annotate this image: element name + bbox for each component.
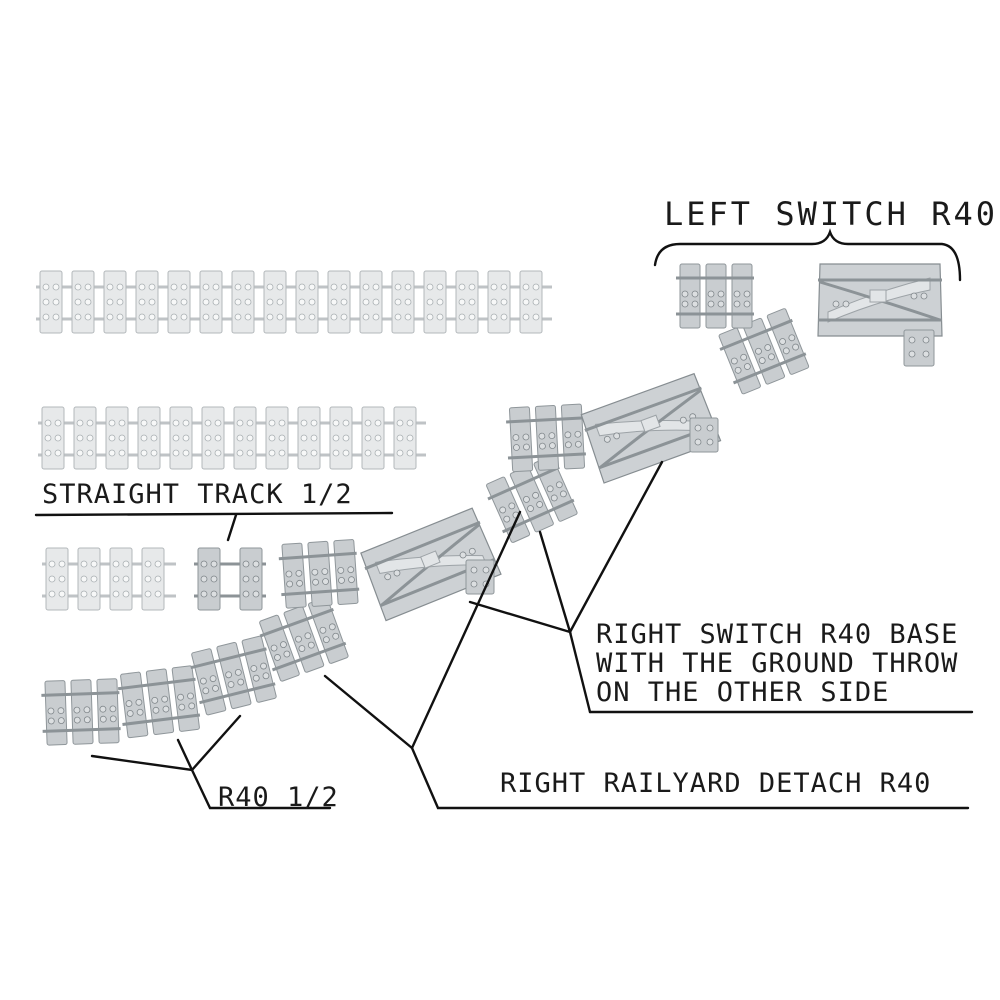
right-switch-pointer-2 (568, 460, 664, 634)
label-right-switch-line2: WITH THE GROUND THROW (596, 648, 958, 679)
straight-track-medium (38, 406, 426, 470)
label-straight-track: STRAIGHT TRACK 1/2 (42, 479, 353, 510)
railyard-pointer-2 (410, 746, 970, 810)
r40-pointer-2 (176, 738, 332, 810)
straight-track-underline (34, 511, 394, 517)
label-left-switch: LEFT SWITCH R40 (664, 195, 998, 233)
straight-track-pointer (226, 513, 238, 542)
right-switch-piece-2 (577, 371, 723, 485)
straight-track-short (42, 547, 176, 611)
label-right-switch-line3: ON THE OTHER SIDE (596, 677, 889, 708)
label-r40-half: R40 1/2 (218, 782, 339, 813)
right-switch-connector (568, 630, 592, 714)
right-switch-piece-1 (357, 505, 503, 623)
label-right-switch-line1: RIGHT SWITCH R40 BASE (596, 619, 958, 650)
label-right-railyard: RIGHT RAILYARD DETACH R40 (500, 768, 931, 799)
left-switch-brace (653, 228, 962, 282)
leader-lines (34, 228, 974, 810)
straight-track-long (36, 270, 552, 334)
left-switch-piece (816, 262, 944, 367)
straight-track-half (194, 547, 266, 611)
